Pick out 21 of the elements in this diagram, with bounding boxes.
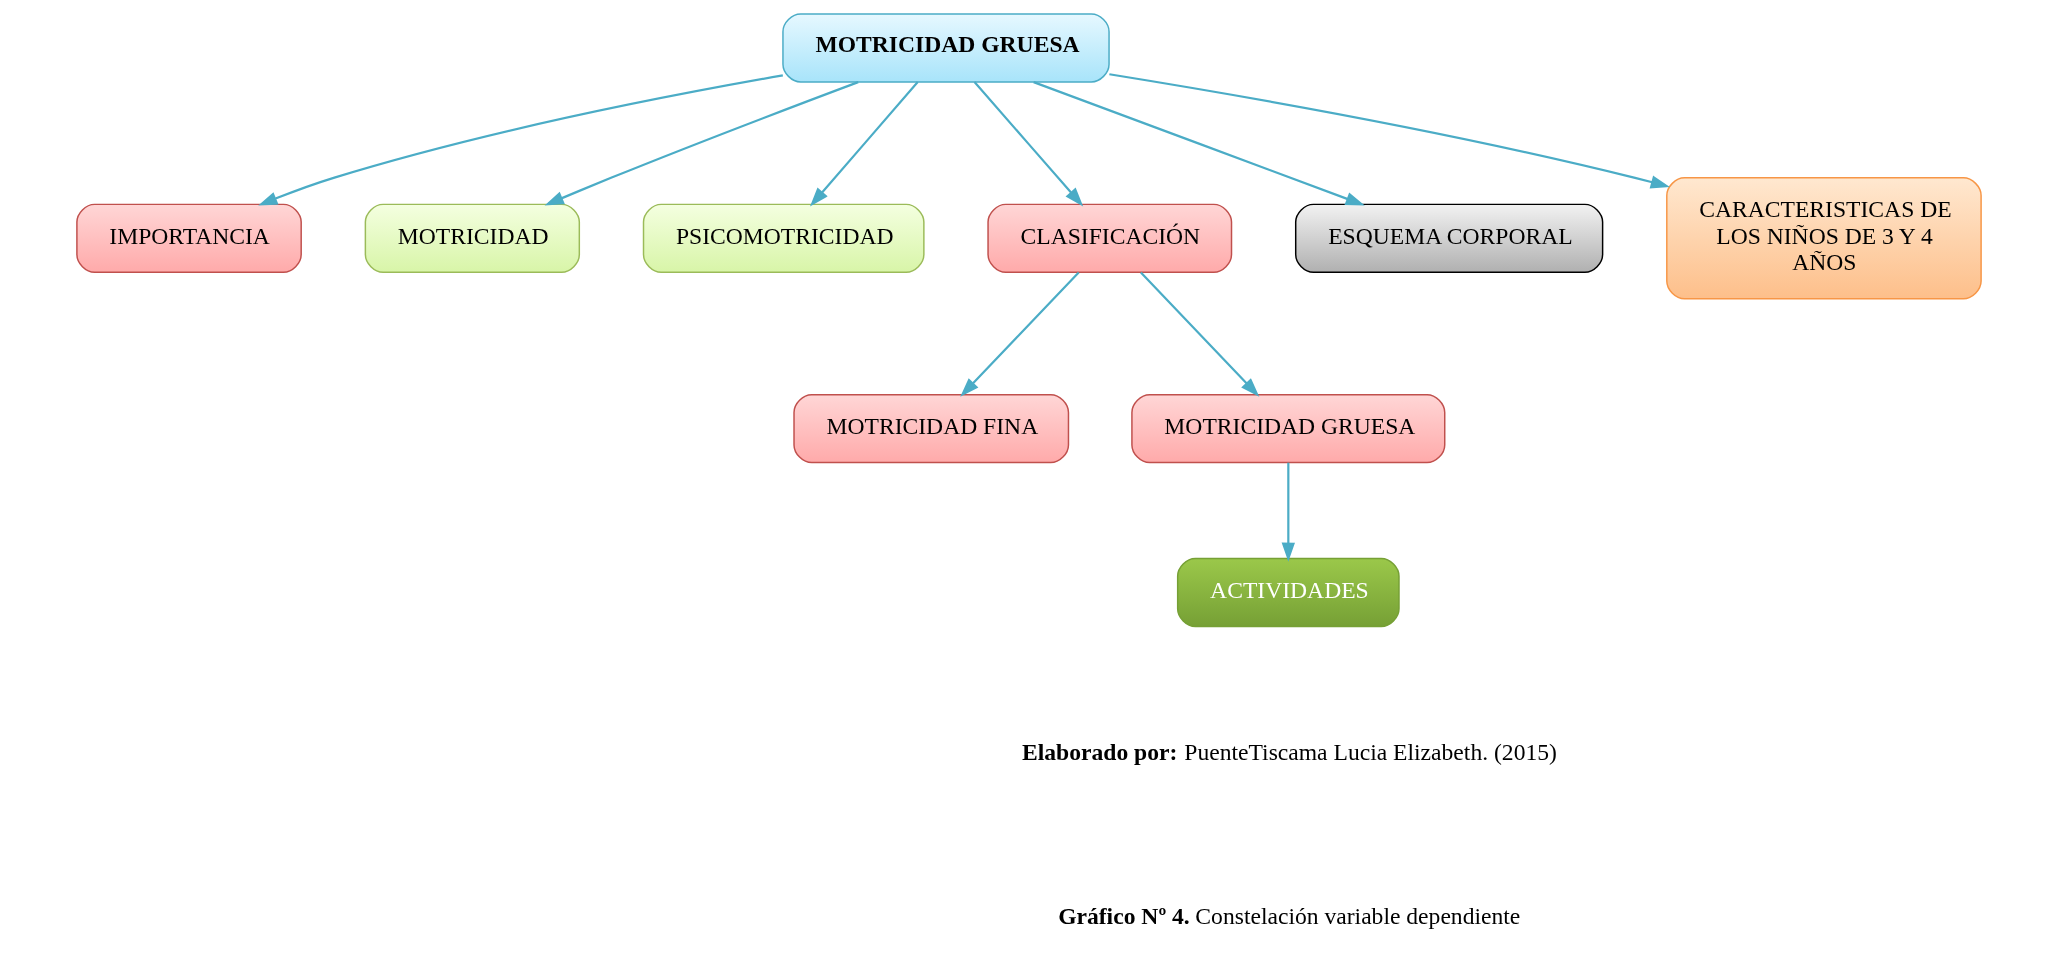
arrow [959, 271, 1079, 397]
arrow [1032, 81, 1365, 206]
arrow [809, 81, 919, 207]
node-box: CARACTERISTICAS DE LOS NIÑOS DE 3 Y 4 AÑOS [1665, 177, 1982, 300]
node-box: CLASIFICACIÓN [986, 203, 1232, 273]
node-box: ESQUEMA CORPORAL [1294, 203, 1603, 273]
node-box: MOTRICIDAD GRUESA [1130, 394, 1445, 464]
arrow [1139, 271, 1259, 397]
node-box: IMPORTANCIA [75, 203, 302, 273]
label: Elaborado por: PuenteTiscama Lucia Elizabeth. (2015) [1021, 739, 1557, 766]
node-box: MOTRICIDAD FINA [792, 394, 1069, 464]
node-box: MOTRICIDAD [364, 203, 580, 273]
label: Gráfico Nº 4. Constelación variable dependiente [1057, 903, 1520, 930]
arrow [973, 81, 1083, 207]
node-box: MOTRICIDAD GRUESA [781, 13, 1110, 83]
arrow [257, 74, 783, 206]
arrow [544, 81, 859, 206]
arrow [1281, 462, 1295, 562]
node-box: ACTIVIDADES [1176, 557, 1400, 628]
node-box: PSICOMOTRICIDAD [642, 203, 925, 273]
arrow [1108, 73, 1670, 189]
